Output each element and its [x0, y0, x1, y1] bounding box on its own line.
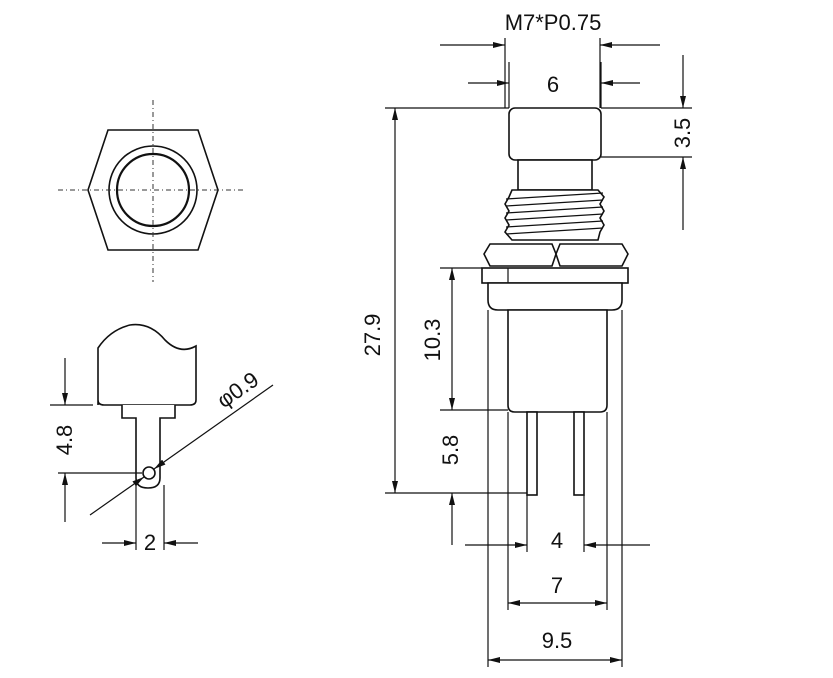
- side-view: M7*P0.75 6 3.5 27.9 10.3 5.8 4: [360, 10, 695, 667]
- hex-nut-right: [555, 243, 629, 267]
- dim-body-height: 10.3: [420, 319, 445, 362]
- flange: [487, 282, 623, 311]
- dim-thread: M7*P0.75: [505, 10, 602, 35]
- dim-terminal-height: 4.8: [52, 425, 77, 456]
- washer: [481, 267, 629, 284]
- dim-total-height: 27.9: [360, 314, 385, 357]
- switch-body: [507, 309, 608, 413]
- button-cap: [508, 107, 602, 161]
- thread: [504, 189, 605, 241]
- pin-right: [573, 411, 585, 496]
- button-circle: [115, 152, 191, 228]
- dim-hole-diameter: φ0.9: [212, 367, 263, 413]
- top-view: [58, 100, 246, 282]
- terminal-hole: [142, 466, 156, 480]
- hex-nut-left: [483, 243, 557, 267]
- terminal-detail: 4.8 2 φ0.9: [50, 323, 274, 555]
- dim-terminal-width: 2: [144, 530, 156, 555]
- dim-flange-width: 9.5: [542, 628, 573, 653]
- plunger: [517, 159, 593, 191]
- dim-cap-height: 3.5: [670, 118, 695, 149]
- dim-body-width: 7: [551, 573, 563, 598]
- dim-cap-width: 6: [547, 72, 559, 97]
- terminal-body: [97, 323, 197, 406]
- dim-pin-length: 5.8: [438, 435, 463, 466]
- dim-pin-spacing: 4: [551, 528, 563, 553]
- pin-left: [526, 411, 538, 496]
